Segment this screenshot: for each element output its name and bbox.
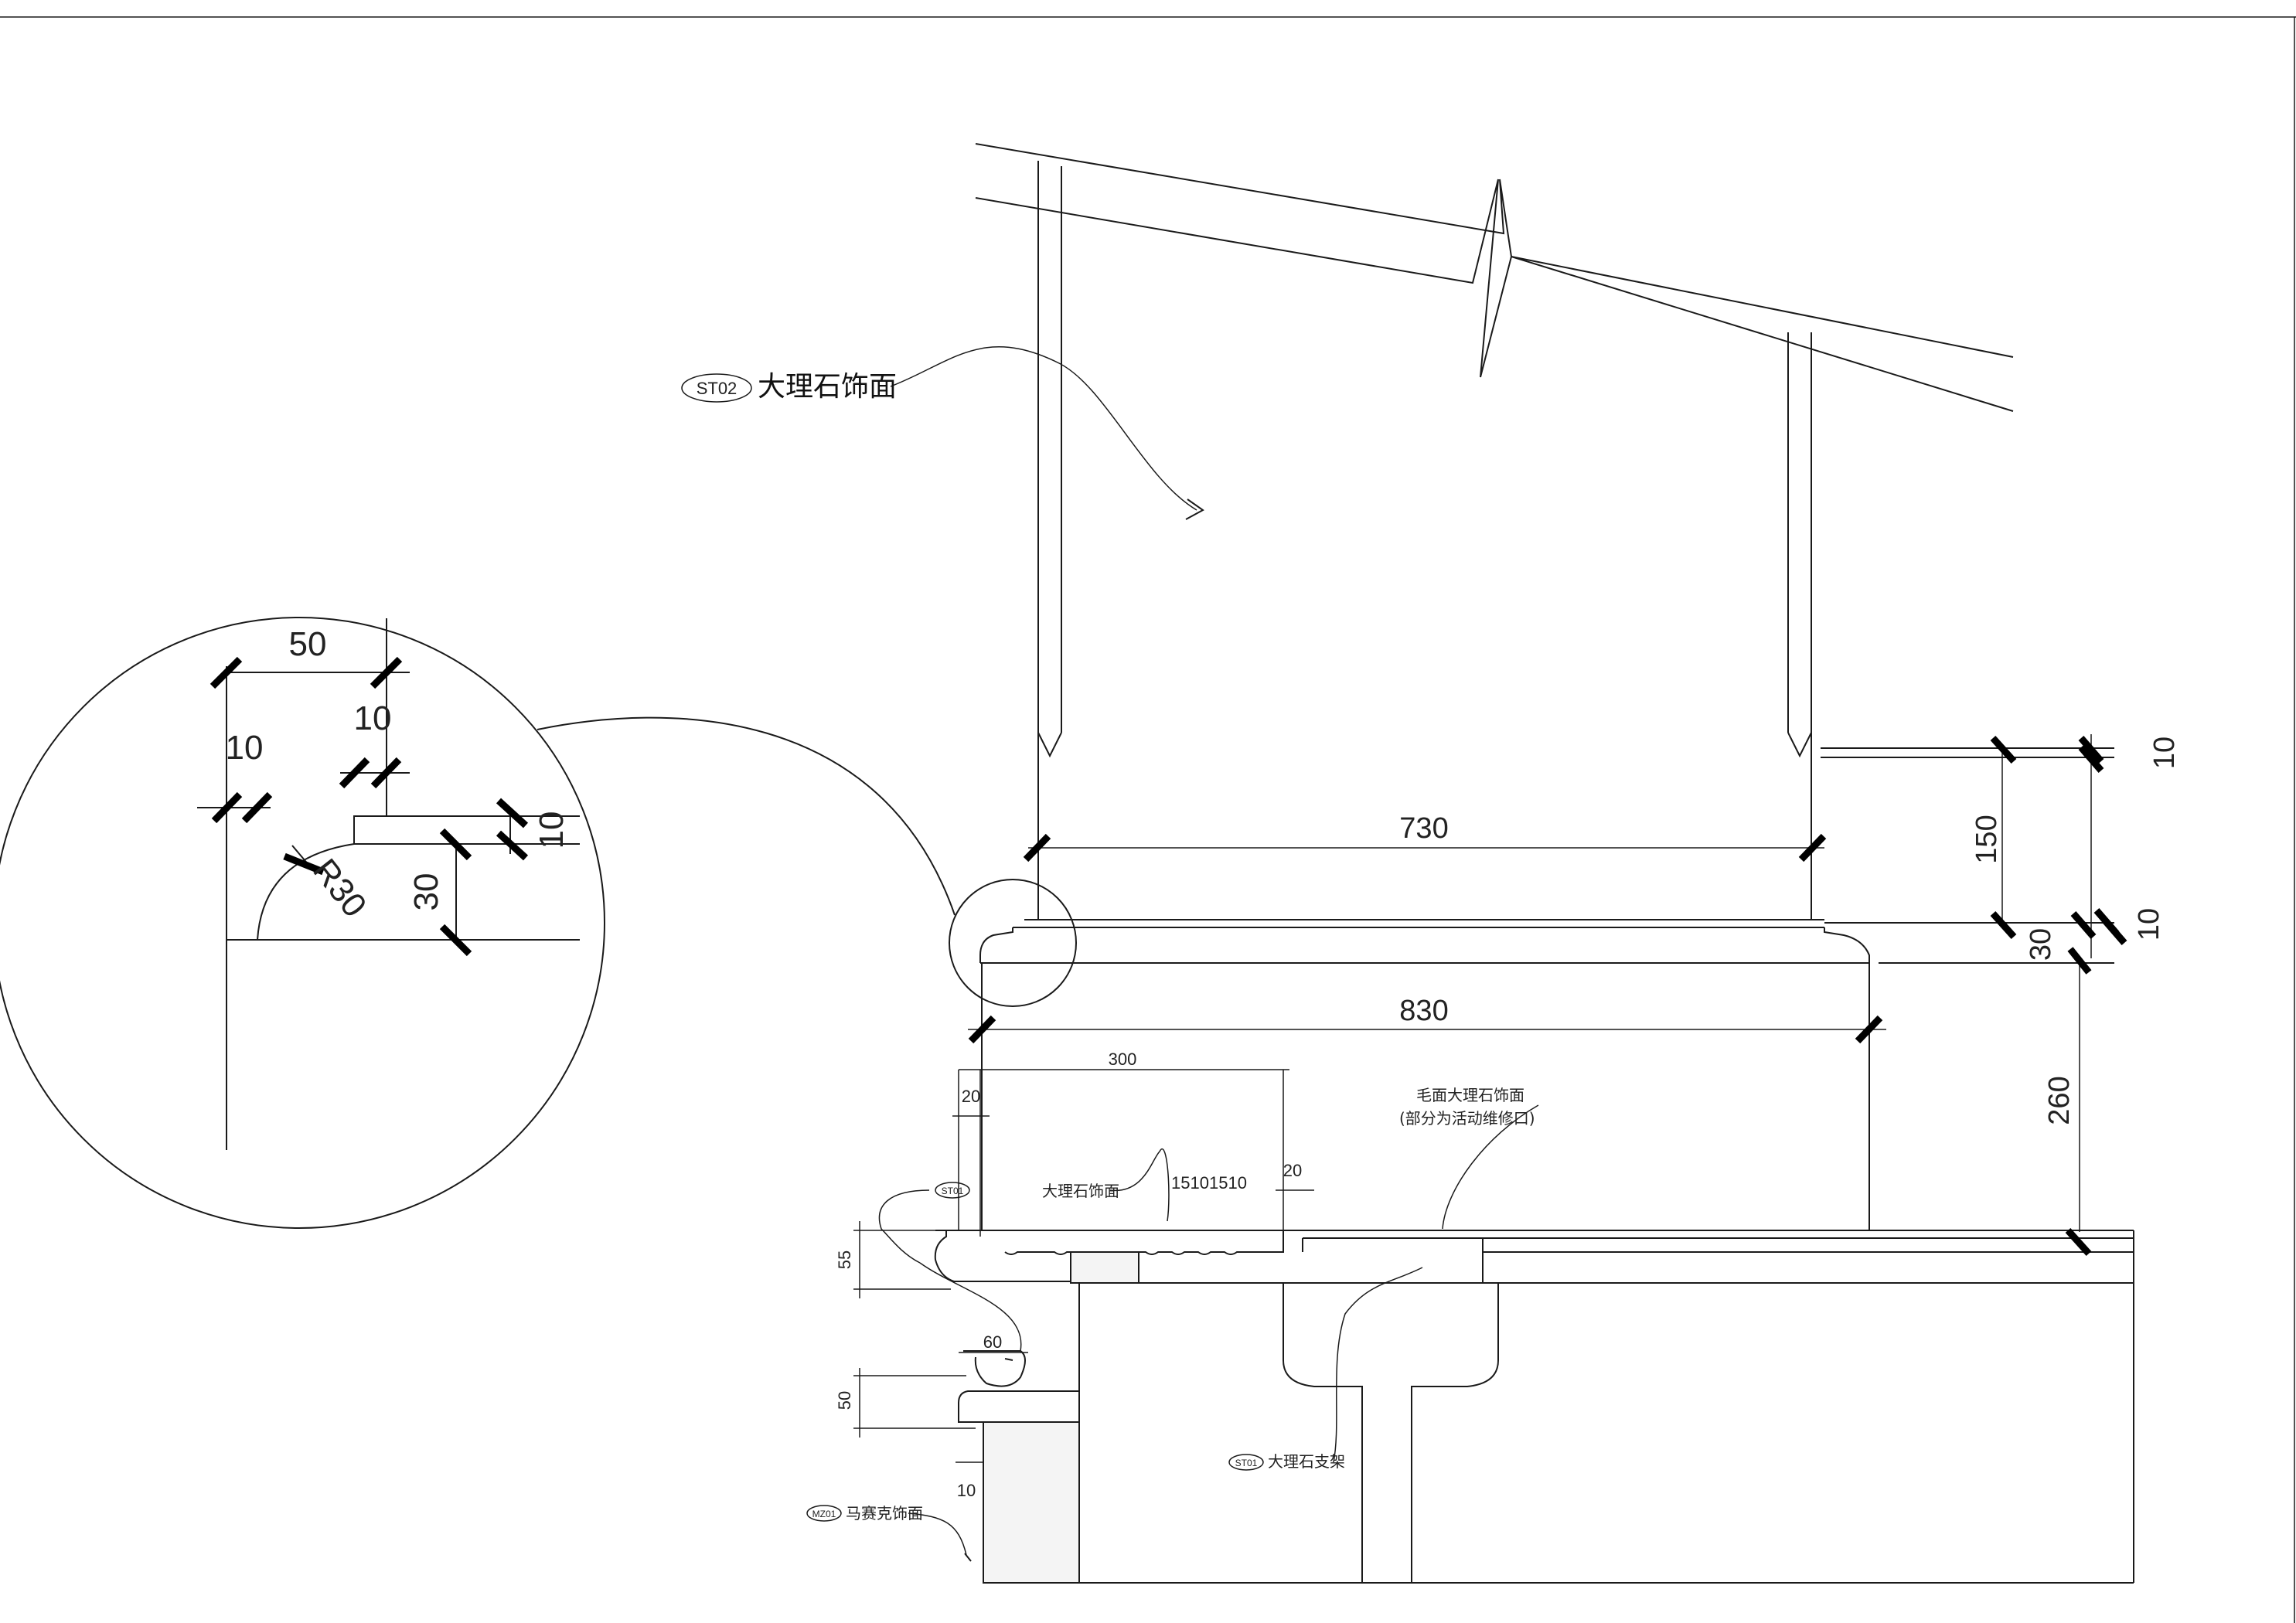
dimension-lines — [853, 734, 2127, 1463]
rough-marble-note: 毛面大理石饰面 (部分为活动维修口) — [1399, 1086, 1535, 1128]
dim-10-lower: 10 — [2133, 908, 2165, 941]
detail-dim-30: 30 — [407, 873, 445, 911]
rough-marble-line1: 毛面大理石饰面 — [1416, 1086, 1524, 1104]
dim-groove-spacing: 15101510 — [1171, 1173, 1247, 1193]
st02-label: 大理石饰面 — [758, 371, 897, 403]
st02-callout: ST02 大理石饰面 — [681, 371, 897, 403]
dim-730: 730 — [1399, 812, 1448, 845]
detail-dim-10-mid: 10 — [354, 699, 392, 737]
detail-circle — [0, 617, 1077, 1229]
dim-260: 260 — [2043, 1076, 2076, 1125]
mz01-label: 马赛克饰面 — [846, 1504, 923, 1523]
dim-20-right: 20 — [1283, 1161, 1302, 1180]
mz01-callout: MZ01 马赛克饰面 — [806, 1504, 923, 1523]
dim-150: 150 — [1971, 815, 2003, 863]
dim-10-top: 10 — [2148, 737, 2181, 769]
st01-top-label: 大理石饰面 — [1042, 1182, 1119, 1200]
detail-dim-10-left: 10 — [226, 729, 264, 767]
detail-dim-50: 50 — [289, 625, 327, 663]
detail-dim-10-right: 10 — [533, 812, 571, 849]
st01-top-callout: ST01 大理石饰面 — [935, 1182, 1119, 1200]
dim-55: 55 — [835, 1250, 854, 1269]
step-section — [934, 1230, 2134, 1584]
dim-300: 300 — [1109, 1050, 1137, 1069]
st02-tag-oval — [681, 373, 752, 403]
st01-top-tag: ST01 — [942, 1186, 964, 1196]
rough-marble-line2: (部分为活动维修口) — [1399, 1109, 1535, 1128]
st01-bracket-tag: ST01 — [1235, 1458, 1258, 1468]
detail-dim-r30: R30 — [305, 852, 373, 924]
dim-60: 60 — [983, 1332, 1002, 1352]
leader-lines — [878, 346, 1539, 1562]
column-elevation — [975, 143, 2114, 920]
dim-20-left: 20 — [962, 1087, 980, 1106]
st02-tag: ST02 — [697, 379, 738, 398]
plinth — [979, 919, 2114, 1230]
dim-10-bottom: 10 — [957, 1481, 976, 1500]
dim-830: 830 — [1399, 995, 1448, 1027]
st01-bracket-label: 大理石支架 — [1268, 1452, 1345, 1471]
mz01-tag: MZ01 — [812, 1509, 836, 1519]
st01-bracket-callout: ST01 大理石支架 — [1228, 1452, 1345, 1471]
dim-50: 50 — [835, 1391, 854, 1410]
dim-30: 30 — [2025, 928, 2057, 961]
